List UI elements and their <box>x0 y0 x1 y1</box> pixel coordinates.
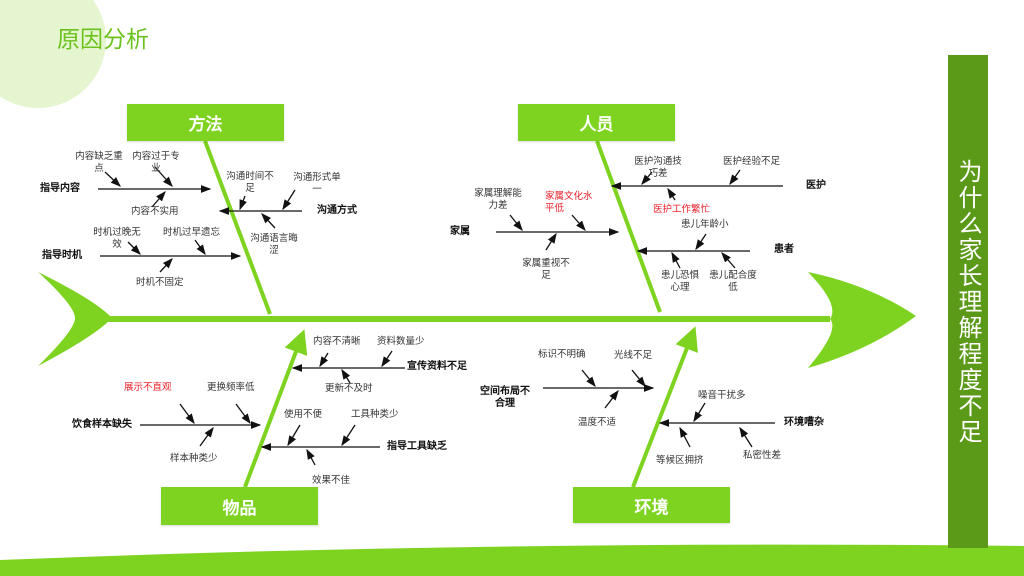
bone-method <box>203 140 272 315</box>
cause: 内容不清晰 <box>313 336 361 347</box>
cause: 医护工作繁忙 <box>653 204 711 215</box>
fish-head <box>808 272 916 368</box>
bone-label: 宣传资料不足 <box>407 361 467 372</box>
bone-items <box>243 329 308 488</box>
cause: 时机不固定 <box>136 277 184 288</box>
cause: 资料数量少 <box>377 336 425 347</box>
cause: 患儿年龄小 <box>681 219 729 230</box>
category-people: 人员 <box>518 104 675 141</box>
bone-label: 沟通方式 <box>317 205 357 216</box>
cause: 展示不直观 <box>124 382 172 393</box>
bone-label: 指导时机 <box>42 250 82 261</box>
bone-label: 家属 <box>450 226 470 237</box>
cause: 噪音干扰多 <box>698 390 746 401</box>
cause: 更换频率低 <box>207 382 255 393</box>
cause: 沟通语言晦涩 <box>250 233 298 256</box>
cause: 沟通时间不足 <box>226 171 274 194</box>
cause: 私密性差 <box>743 450 782 461</box>
cause: 内容缺乏重点 <box>75 151 123 174</box>
fish-tail <box>38 272 112 366</box>
bone-label: 饮食样本缺失 <box>72 419 132 430</box>
cause: 时机过晚无效 <box>93 227 141 250</box>
cause: 内容不实用 <box>131 206 179 217</box>
cause: 医护经验不足 <box>723 156 781 167</box>
cause: 使用不便 <box>284 409 323 420</box>
cause: 光线不足 <box>614 350 653 361</box>
cause: 效果不佳 <box>312 475 351 486</box>
cause: 更新不及时 <box>325 383 373 394</box>
cause: 家属文化水平低 <box>545 191 593 214</box>
bone-label: 指导工具缺乏 <box>387 441 447 452</box>
bone-label: 医护 <box>806 180 826 191</box>
corner-circle <box>0 0 106 108</box>
cause: 患儿配合度低 <box>709 270 757 293</box>
cause: 医护沟通技巧差 <box>634 156 682 179</box>
cause: 家属重视不足 <box>522 258 570 281</box>
bone-label: 患者 <box>774 244 794 255</box>
category-method: 方法 <box>127 104 284 141</box>
cause: 时机过早遗忘 <box>163 227 221 238</box>
bone-label: 环境嘈杂 <box>784 417 824 428</box>
bone-env <box>631 326 698 488</box>
cause: 样本种类少 <box>170 453 218 464</box>
bone-label: 指导内容 <box>40 183 80 194</box>
bone-label: 空间布局不合理 <box>480 386 530 409</box>
cause: 沟通形式单一 <box>293 172 341 195</box>
category-env: 环境 <box>573 487 730 523</box>
cause: 标识不明确 <box>538 349 586 360</box>
problem-statement: 为什么家长理解程度不足 <box>948 55 988 548</box>
cause: 家属理解能力差 <box>474 188 522 211</box>
cause: 患儿恐惧心理 <box>660 270 699 293</box>
page-title: 原因分析 <box>57 27 149 53</box>
category-items: 物品 <box>161 487 318 525</box>
cause: 等候区拥挤 <box>656 455 704 466</box>
cause: 内容过于专业 <box>132 151 180 174</box>
bone-people <box>595 140 662 313</box>
cause: 温度不适 <box>578 417 617 428</box>
cause: 工具种类少 <box>351 409 399 420</box>
bottom-band <box>0 544 1024 576</box>
